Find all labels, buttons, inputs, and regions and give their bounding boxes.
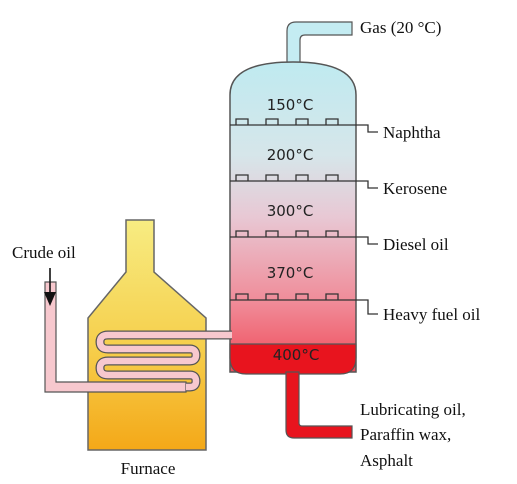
- gas-outlet-pipe: [286, 21, 353, 67]
- fractionating-column: [229, 61, 357, 373]
- tray-1-temperature: 150°C: [267, 96, 314, 114]
- gas-label: Gas (20 °C): [360, 18, 441, 37]
- naphtha-label: Naphtha: [383, 123, 441, 142]
- column-bottom-liquid: [229, 343, 357, 375]
- tray-4-temperature: 370°C: [267, 264, 314, 282]
- tray-2: [230, 174, 378, 189]
- kerosene-label: Kerosene: [383, 179, 447, 198]
- paraffin-wax-label: Paraffin wax,: [360, 425, 451, 444]
- tray-2-temperature: 200°C: [267, 146, 314, 164]
- tray-3-temperature: 300°C: [267, 202, 314, 220]
- diesel-oil-label: Diesel oil: [383, 235, 449, 254]
- crude-oil-inlet-pipe: [44, 281, 187, 393]
- bottom-outlet-pipe: [285, 371, 353, 439]
- crude-oil-label: Crude oil: [12, 243, 76, 262]
- furnace-label: Furnace: [121, 459, 176, 478]
- furnace-coil-inner: [96, 331, 232, 391]
- heavy-fuel-oil-label: Heavy fuel oil: [383, 305, 481, 324]
- bottom-temperature: 400°C: [273, 346, 320, 364]
- tray-4: [230, 293, 378, 315]
- lubricating-oil-label: Lubricating oil,: [360, 400, 466, 419]
- tray-1: [230, 118, 378, 133]
- tray-3: [230, 230, 378, 245]
- arrow-down-icon: [44, 268, 56, 306]
- asphalt-label: Asphalt: [360, 451, 413, 470]
